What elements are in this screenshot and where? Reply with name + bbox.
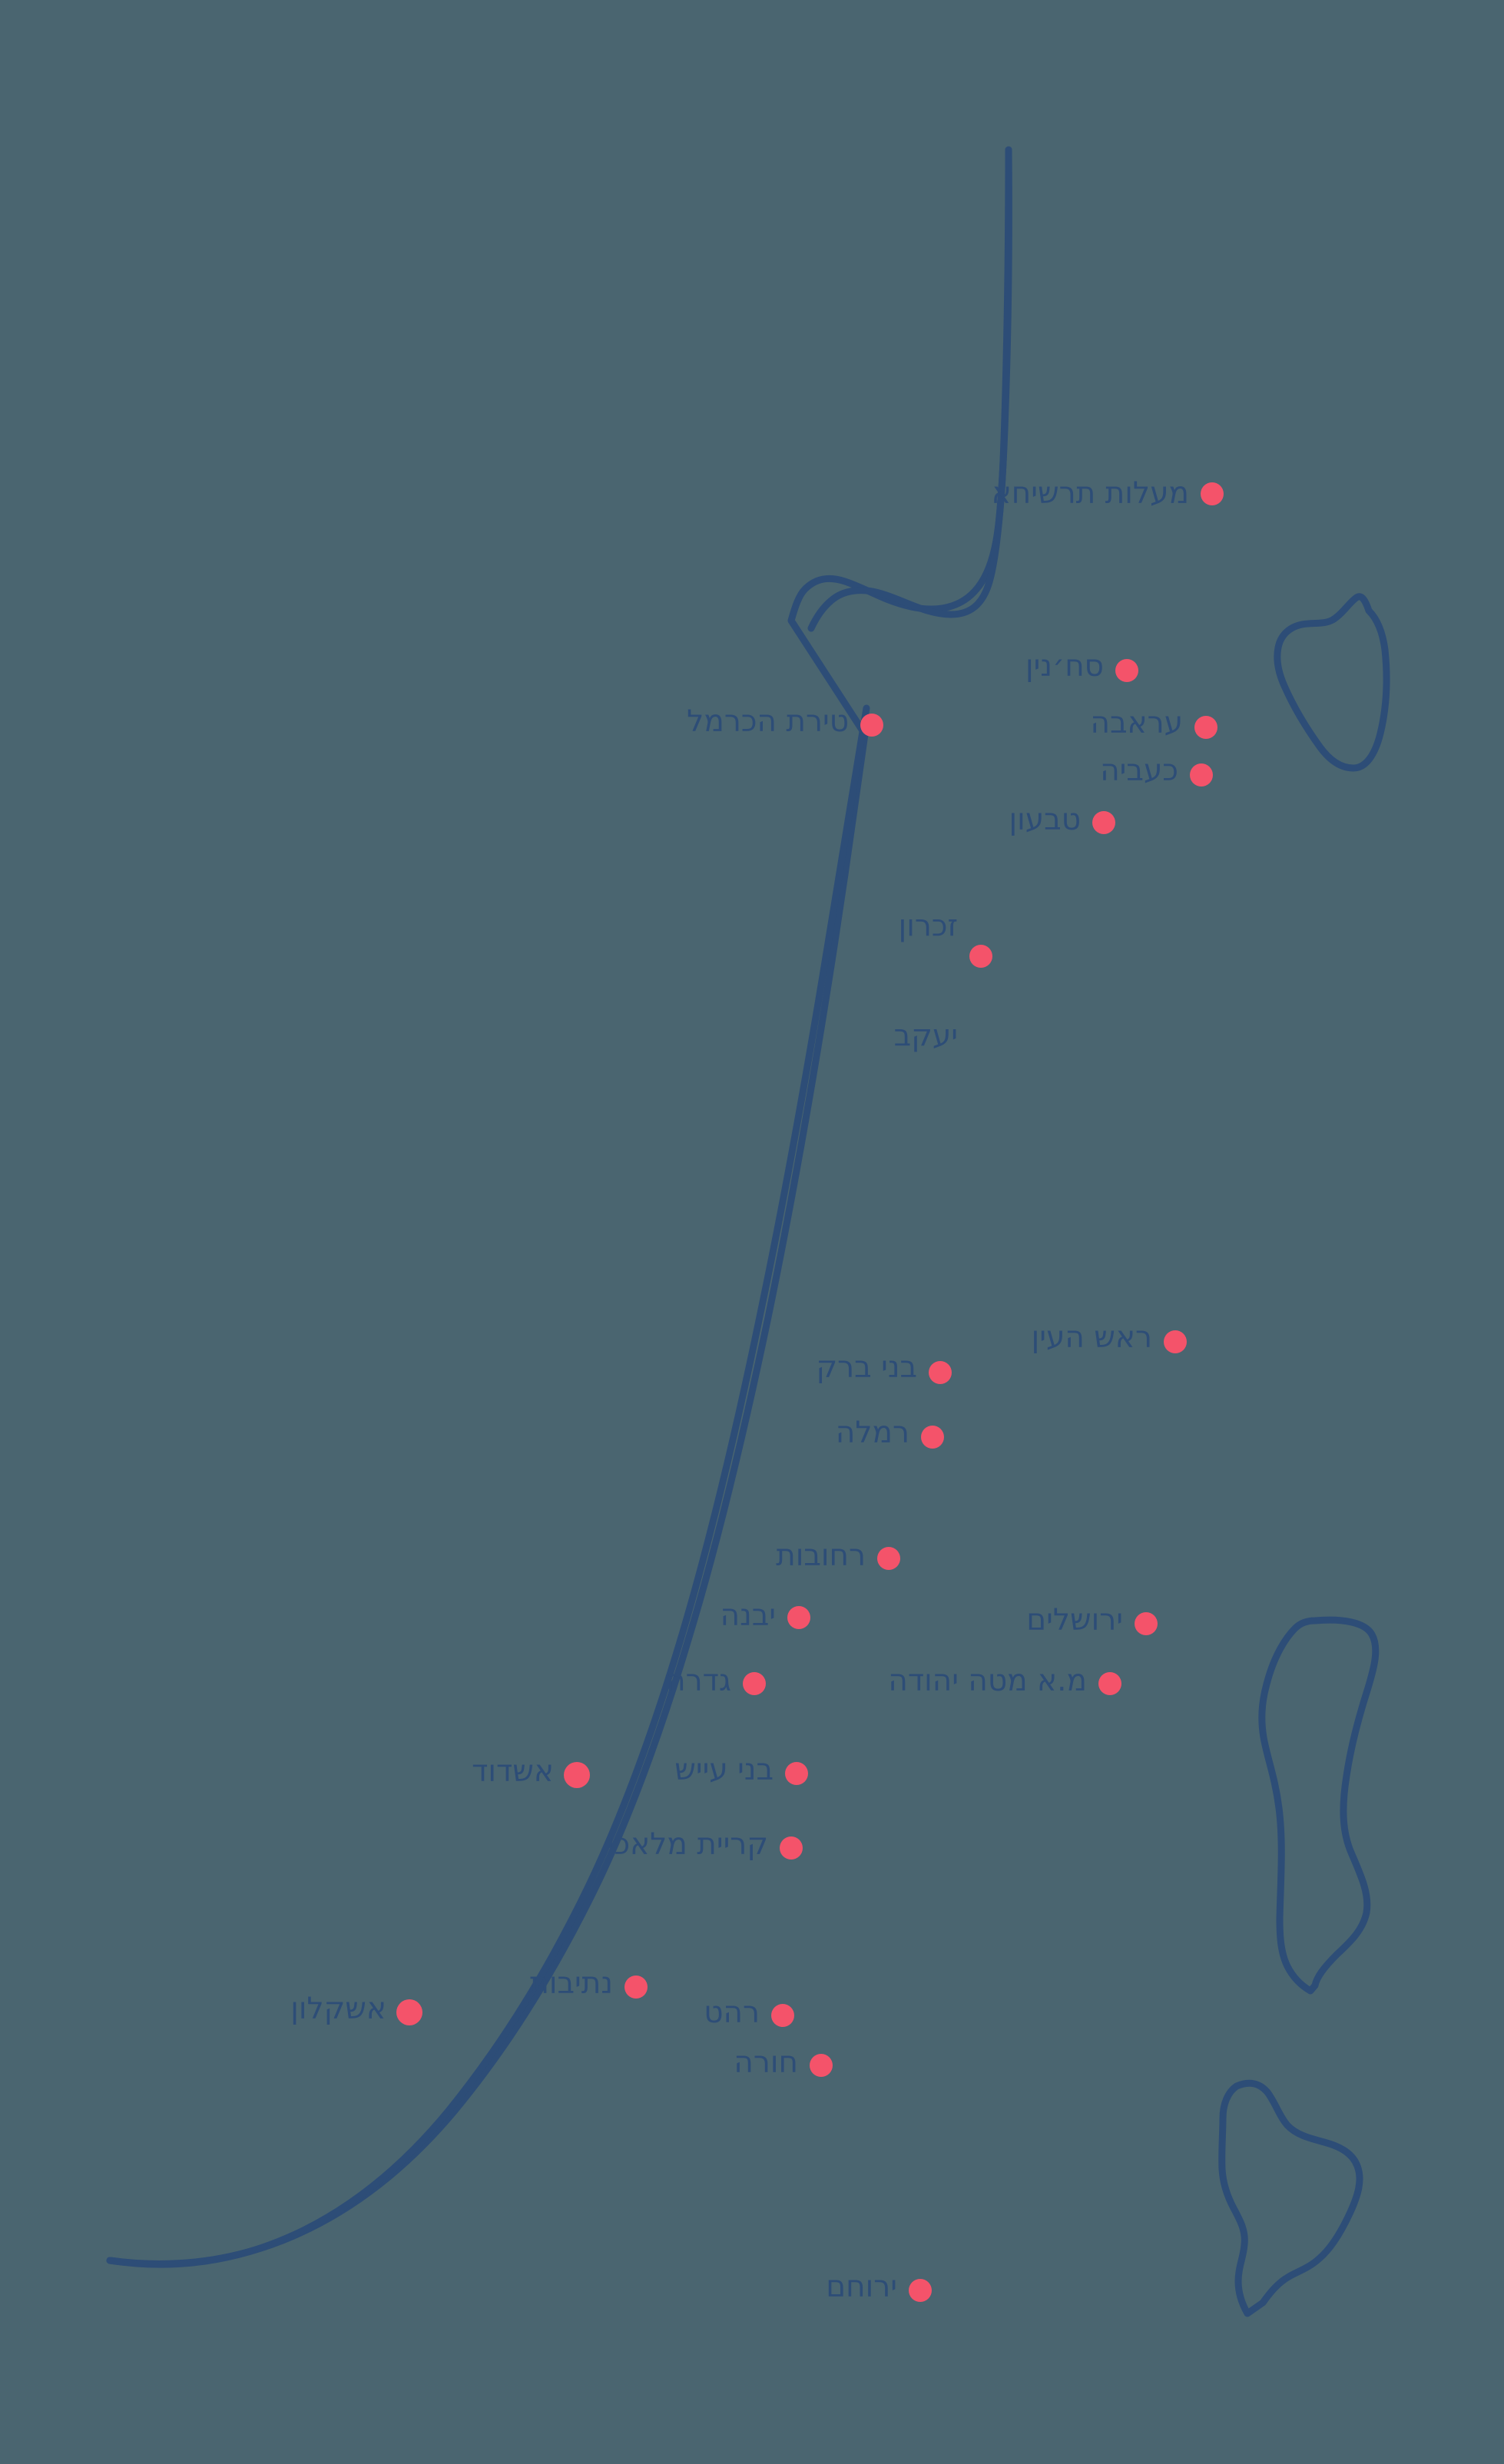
city-dot-hura[interactable] — [810, 2054, 833, 2077]
city-dot-jerusalem[interactable] — [1135, 1612, 1158, 1635]
city-label-zichron-yaakov-line2: יעקב — [893, 1018, 958, 1054]
dead-sea-south-outline — [1218, 2079, 1363, 2317]
city-dot-gedera[interactable] — [743, 1672, 766, 1695]
dead-sea-north-outline — [1258, 1616, 1380, 1995]
city-label-maalot-tarshiha: מעלות תרשיחא — [991, 476, 1189, 512]
city-dot-kaabiyye[interactable] — [1190, 763, 1213, 787]
city-dot-zichron-yaakov[interactable] — [969, 945, 992, 968]
city-label-arraba: עראבה — [1090, 706, 1183, 741]
city-dot-bnei-brak[interactable] — [929, 1361, 952, 1384]
city-dot-yavne[interactable] — [787, 1606, 810, 1629]
city-dot-arraba[interactable] — [1194, 716, 1217, 739]
city-dot-yeruham[interactable] — [909, 2279, 932, 2302]
city-dot-tivon[interactable] — [1092, 811, 1115, 834]
city-dot-ashkelon[interactable] — [396, 1999, 422, 2025]
city-dot-rosh-haayin[interactable] — [1164, 1330, 1187, 1353]
city-label-ashkelon: אשקלון — [290, 1992, 386, 2027]
city-label-kiryat-malakhi: קריית מלאכי — [607, 1827, 768, 1863]
city-label-kaabiyye: כעביה — [1100, 753, 1178, 789]
sea-of-galilee-outline — [1274, 593, 1390, 772]
city-label-jerusalem: ירושלים — [1026, 1603, 1123, 1638]
city-label-hura: חורה — [734, 2045, 798, 2081]
city-dot-mateh-yehuda[interactable] — [1098, 1672, 1121, 1695]
city-dot-bnei-ayish[interactable] — [785, 1762, 808, 1785]
mediterranean-coastline — [106, 146, 1012, 2267]
city-dot-tirat-hacarmel[interactable] — [860, 714, 883, 737]
city-label-sakhnin: סח׳נין — [1025, 649, 1104, 684]
city-label-rahat: רהט — [704, 1995, 760, 2031]
city-dot-ashdod[interactable] — [564, 1762, 590, 1788]
city-dot-netivot[interactable] — [624, 1976, 648, 1999]
city-dot-sakhnin[interactable] — [1115, 659, 1138, 682]
city-label-ashdod: אשדוד — [472, 1754, 554, 1790]
city-label-rehovot: רחובות — [776, 1538, 866, 1574]
city-label-bnei-ayish: בני עייש — [674, 1753, 774, 1788]
city-label-zichron-yaakov: זכרון יעקב — [894, 836, 958, 1128]
city-label-zichron-yaakov-line1: זכרון — [898, 909, 958, 944]
city-label-yeruham: ירוחם — [826, 2270, 897, 2305]
city-dot-kiryat-malakhi[interactable] — [780, 1836, 803, 1860]
coastline-carmel-to-south — [106, 704, 870, 2268]
city-label-ramla: רמלה — [835, 1416, 909, 1451]
city-label-gedera: גדרה — [666, 1664, 731, 1699]
city-label-yavne: יבנה — [720, 1598, 776, 1634]
city-dot-maalot-tarshiha[interactable] — [1201, 482, 1224, 505]
city-label-mateh-yehuda: מ.א מטה יהודה — [888, 1664, 1087, 1699]
city-label-tirat-hacarmel: טירת הכרמל — [687, 704, 849, 740]
city-dot-ramla[interactable] — [921, 1426, 944, 1449]
city-label-bnei-brak: בני ברק — [816, 1350, 917, 1386]
city-label-tivon: טבעון — [1009, 803, 1081, 838]
city-dot-rehovot[interactable] — [877, 1547, 900, 1570]
city-dot-rahat[interactable] — [771, 2004, 794, 2027]
city-label-netivot: נתיבות — [529, 1966, 613, 2002]
city-label-rosh-haayin: ראש העין — [1031, 1320, 1152, 1356]
coastline-haifa-bay-detail — [807, 146, 1012, 632]
